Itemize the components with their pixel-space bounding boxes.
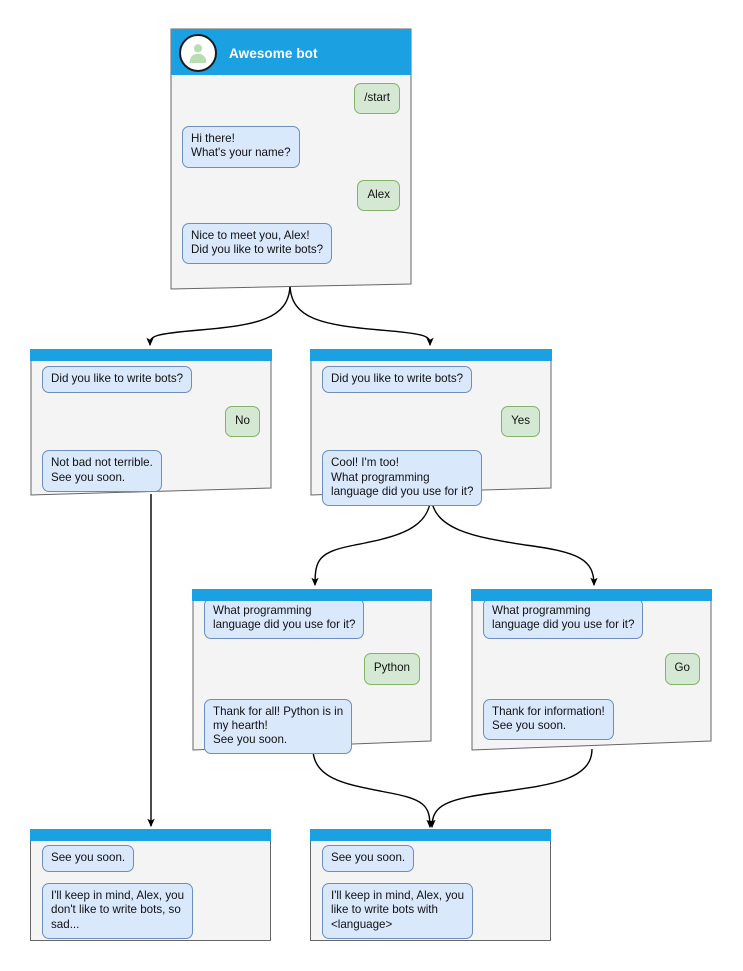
message-row: Not bad not terrible. See you soon. xyxy=(42,450,260,492)
message-row: What programming language did you use fo… xyxy=(204,601,420,640)
message-list: What programming language did you use fo… xyxy=(192,601,432,755)
message-row: See you soon. xyxy=(322,845,539,873)
bot-message-bubble[interactable]: See you soon. xyxy=(42,845,135,873)
bot-message-bubble[interactable]: Did you like to write bots? xyxy=(42,366,193,394)
message-row: Yes xyxy=(322,406,540,438)
connector-go-to-end-happy xyxy=(428,748,593,829)
message-row: Did you like to write bots? xyxy=(42,366,260,394)
bot-message-bubble[interactable]: Nice to meet you, Alex! Did you like to … xyxy=(182,222,333,265)
user-message-bubble[interactable]: Alex xyxy=(357,179,400,211)
message-row: Thank for all! Python is in my hearth! S… xyxy=(204,698,420,755)
card-header-bar xyxy=(310,829,551,841)
bot-message-bubble[interactable]: What programming language did you use fo… xyxy=(483,601,644,640)
bot-message-bubble[interactable]: Did you like to write bots? xyxy=(322,366,473,394)
card-header-bar: Awesome bot xyxy=(170,28,412,78)
message-row: No xyxy=(42,406,260,438)
message-row: What programming language did you use fo… xyxy=(483,601,700,640)
connector-start-to-yes xyxy=(289,283,434,347)
card-did-you-like-yes[interactable]: Did you like to write bots? Yes Cool! I'… xyxy=(310,349,552,507)
page-title: Awesome bot xyxy=(229,45,318,61)
bot-message-bubble[interactable]: Thank for all! Python is in my hearth! S… xyxy=(204,698,353,755)
message-list: /start Hi there! What's your name? Alex … xyxy=(170,78,412,265)
message-row: See you soon. xyxy=(42,845,259,873)
bot-message-bubble[interactable]: What programming language did you use fo… xyxy=(204,601,365,640)
bot-message-bubble[interactable]: I'll keep in mind, Alex, you like to wri… xyxy=(322,883,474,939)
user-message-bubble[interactable]: Go xyxy=(664,653,700,685)
user-message-bubble[interactable]: Yes xyxy=(501,406,540,438)
message-list: What programming language did you use fo… xyxy=(471,601,712,741)
bot-message-bubble[interactable]: Cool! I'm too! What programming language… xyxy=(322,450,483,507)
message-row: Cool! I'm too! What programming language… xyxy=(322,450,540,507)
card-language-python[interactable]: What programming language did you use fo… xyxy=(192,589,432,755)
user-message-bubble[interactable]: Python xyxy=(363,653,420,685)
message-row: Thank for information! See you soon. xyxy=(483,698,700,741)
message-row: Python xyxy=(204,653,420,685)
message-list: Did you like to write bots? No Not bad n… xyxy=(30,361,272,492)
user-message-bubble[interactable]: No xyxy=(225,406,260,438)
card-header-bar xyxy=(192,589,432,601)
message-row: Hi there! What's your name? xyxy=(182,126,400,168)
connector-yes-to-go xyxy=(430,493,598,587)
message-list: Did you like to write bots? Yes Cool! I'… xyxy=(310,361,552,507)
card-awesome-bot-start[interactable]: Awesome bot /start Hi there! What's your… xyxy=(170,28,412,290)
bot-message-bubble[interactable]: Thank for information! See you soon. xyxy=(483,698,614,741)
card-did-you-like-no[interactable]: Did you like to write bots? No Not bad n… xyxy=(30,349,272,496)
message-list: See you soon. I'll keep in mind, Alex, y… xyxy=(30,841,271,939)
message-row: I'll keep in mind, Alex, you don't like … xyxy=(42,883,259,939)
person-avatar-icon xyxy=(179,34,217,72)
bot-message-bubble[interactable]: I'll keep in mind, Alex, you don't like … xyxy=(42,883,194,939)
message-row: I'll keep in mind, Alex, you like to wri… xyxy=(322,883,539,939)
card-header-bar xyxy=(310,349,552,361)
card-end-no-bots[interactable]: See you soon. I'll keep in mind, Alex, y… xyxy=(30,829,271,941)
bot-message-bubble[interactable]: Hi there! What's your name? xyxy=(182,126,300,168)
user-message-bubble[interactable]: /start xyxy=(354,83,400,115)
connector-yes-to-python xyxy=(311,493,432,587)
connector-python-to-end-happy xyxy=(312,748,434,829)
message-row: Nice to meet you, Alex! Did you like to … xyxy=(182,222,400,265)
bot-message-bubble[interactable]: Not bad not terrible. See you soon. xyxy=(42,450,162,492)
bot-message-bubble[interactable]: See you soon. xyxy=(322,845,415,873)
card-language-go[interactable]: What programming language did you use fo… xyxy=(471,589,712,751)
message-row: /start xyxy=(182,83,400,115)
message-row: Did you like to write bots? xyxy=(322,366,540,394)
card-header-bar xyxy=(471,589,712,601)
card-end-likes-bots[interactable]: See you soon. I'll keep in mind, Alex, y… xyxy=(310,829,551,941)
card-header-bar xyxy=(30,829,271,841)
message-list: See you soon. I'll keep in mind, Alex, y… xyxy=(310,841,551,939)
message-row: Alex xyxy=(182,179,400,211)
card-header-bar xyxy=(30,349,272,361)
connector-start-to-no xyxy=(146,283,291,347)
message-row: Go xyxy=(483,653,700,685)
